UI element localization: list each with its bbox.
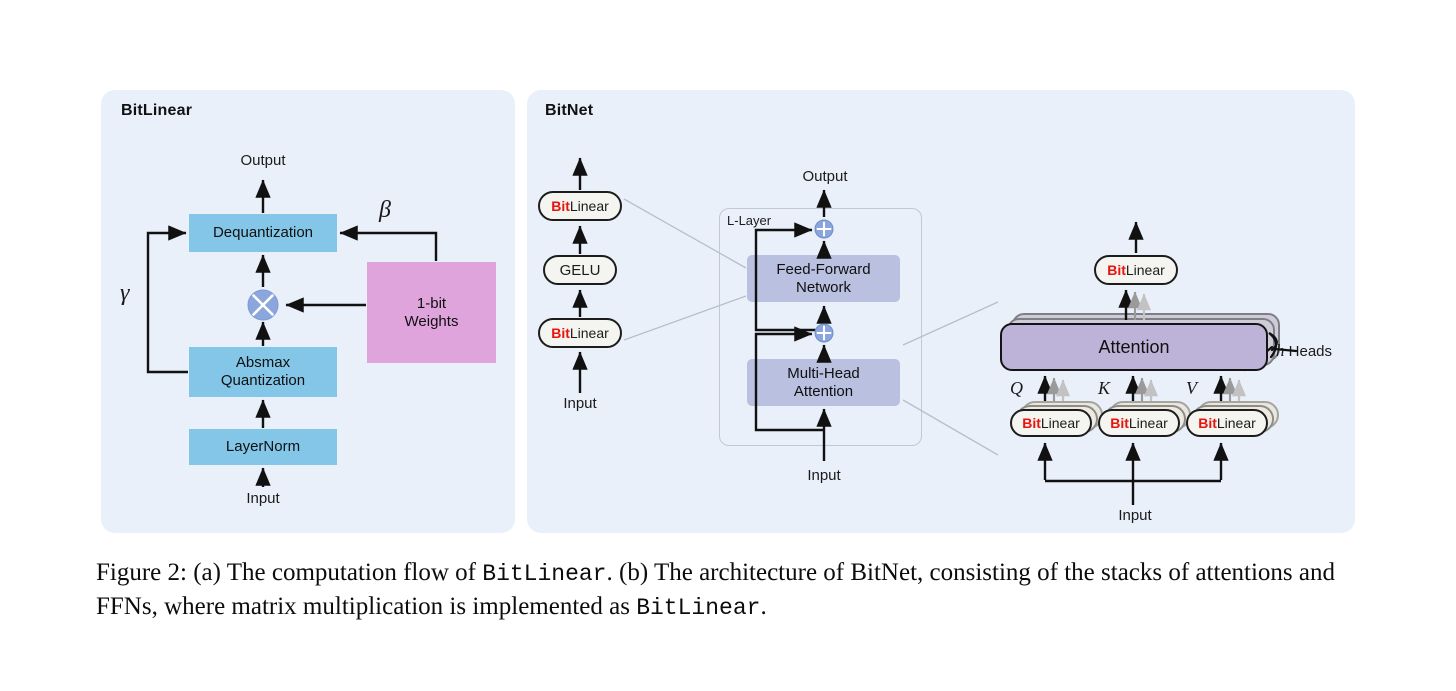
block-layernorm: LayerNorm: [189, 429, 337, 465]
attention-input-label: Input: [1118, 507, 1152, 524]
ffn-line2: Network: [795, 278, 851, 296]
gamma-symbol: γ: [120, 280, 130, 306]
l-layer-rest: -Layer: [734, 213, 772, 228]
bitlinear-suffix: Linear: [1128, 415, 1168, 431]
caption-mono-1: BitLinear: [482, 561, 607, 587]
bitlinear-prefix: Bit: [1107, 262, 1126, 278]
residual-add-node-1: [814, 323, 834, 343]
bitlinear-output-label: Output: [240, 152, 286, 169]
block-absmax-quantization: Absmax Quantization: [189, 347, 337, 397]
panel-bitnet-title: BitNet: [545, 102, 594, 119]
bitlinear-suffix: Linear: [1125, 262, 1165, 278]
bitlinear-prefix: Bit: [551, 325, 570, 341]
bitlinear-suffix: Linear: [1040, 415, 1080, 431]
ffn-stack-input-label: Input: [563, 395, 597, 412]
block-feed-forward-network: Feed-Forward Network: [747, 255, 900, 302]
pill-gelu: GELU: [543, 255, 617, 285]
bitlinear-prefix: Bit: [551, 198, 570, 214]
block-weights-line2: Weights: [404, 312, 459, 330]
block-dequantization: Dequantization: [189, 214, 337, 252]
block-weights-line1: 1-bit: [416, 294, 447, 312]
heads-rest: Heads: [1284, 343, 1333, 360]
v-label: V: [1186, 378, 1197, 398]
block-absmax-line1: Absmax: [235, 354, 291, 371]
l-layer-label: L-Layer: [727, 213, 771, 228]
bitlinear-suffix: Linear: [569, 198, 609, 214]
transformer-input-label: Input: [807, 467, 841, 484]
block-attention: Attention: [1000, 323, 1268, 371]
caption-mono-2: BitLinear: [636, 594, 761, 621]
bitlinear-suffix: Linear: [569, 325, 609, 341]
residual-add-node-2: [814, 219, 834, 239]
mha-line1: Multi-Head: [787, 364, 860, 382]
caption-part-2: . (b) The architecture of BitNet, consis…: [96, 559, 1336, 620]
bitlinear-input-label: Input: [246, 490, 280, 507]
l-layer-container: [719, 208, 922, 446]
l-layer-italic: L: [727, 213, 735, 228]
block-multi-head-attention: Multi-Head Attention: [747, 359, 900, 406]
caption-part-3: .: [760, 592, 767, 620]
figure-caption: Figure 2: (a) The computation flow of Bi…: [96, 556, 1360, 623]
ffn-line1: Feed-Forward: [776, 260, 871, 278]
q-label: Q: [1010, 378, 1023, 398]
k-label: K: [1098, 378, 1111, 398]
panel-bitlinear-title: BitLinear: [121, 102, 193, 119]
bitlinear-prefix: Bit: [1022, 415, 1041, 431]
multiply-node: [247, 289, 279, 321]
beta-symbol: β: [379, 197, 391, 223]
caption-part-1: Figure 2: (a) The computation flow of: [96, 559, 483, 586]
bitlinear-prefix: Bit: [1198, 415, 1217, 431]
mha-line2: Attention: [793, 382, 854, 400]
bitlinear-prefix: Bit: [1110, 415, 1129, 431]
transformer-output-label: Output: [802, 168, 848, 185]
bitlinear-suffix: Linear: [1216, 415, 1256, 431]
block-absmax-line2: Quantization: [220, 372, 306, 389]
block-1bit-weights: 1-bit Weights: [367, 262, 496, 363]
